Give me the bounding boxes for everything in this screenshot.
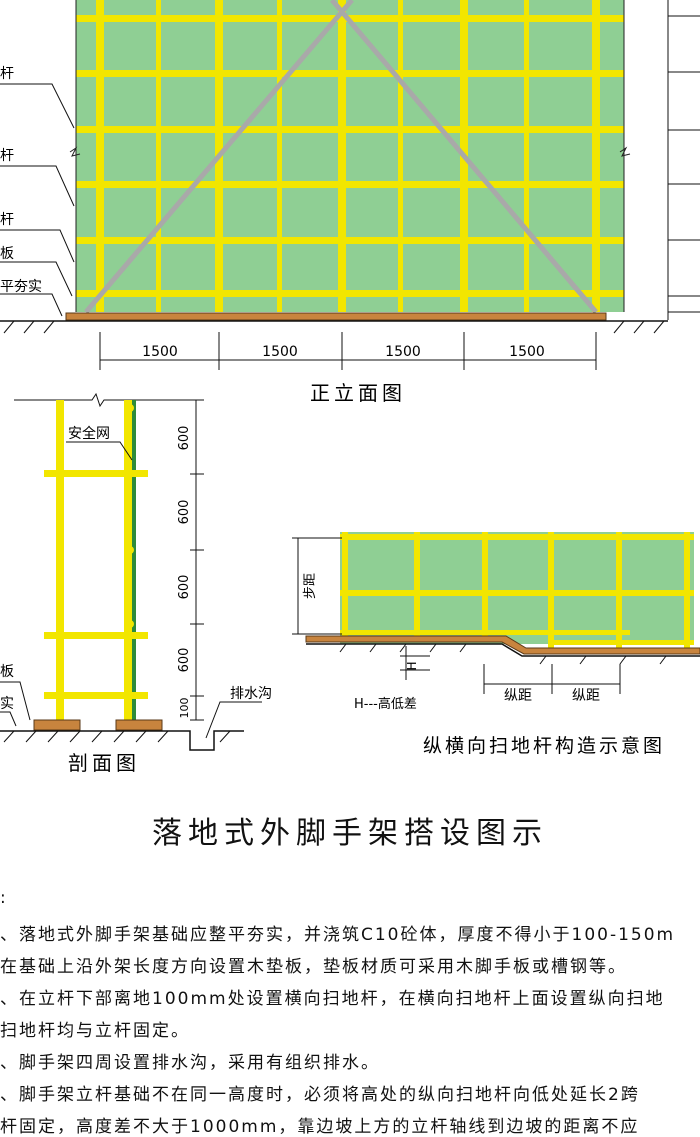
left-label-3: 杆 xyxy=(0,212,14,228)
section-dim-line xyxy=(190,399,204,721)
section-ground-with-drain xyxy=(0,730,244,751)
sweep-view-caption: 纵横向扫地杆构造示意图 xyxy=(423,735,665,757)
section-transoms xyxy=(44,470,148,699)
span-label-1: 纵距 xyxy=(504,688,532,704)
section-dim-5: 100 xyxy=(178,698,191,719)
right-dimension-ticks xyxy=(667,0,700,320)
section-pad-left xyxy=(33,719,81,731)
section-view: 安全网 排水沟 板 实 600 600 600 600 100 剖面图 xyxy=(0,392,272,775)
sweep-standards xyxy=(342,532,690,650)
sweep-ledgers xyxy=(340,534,694,596)
note-line-1: 、落地式外脚手架基础应整平夯实，并浇筑C10砼体，厚度不得小于100-150m xyxy=(0,925,676,945)
net-leader xyxy=(66,441,133,461)
spacing-1500-d: 1500 xyxy=(509,344,545,360)
step-dim xyxy=(292,537,342,635)
section-ground-hatch xyxy=(3,730,231,743)
section-dim-2: 600 xyxy=(177,500,192,525)
notes-header: : xyxy=(0,888,8,908)
sweep-board xyxy=(305,635,700,655)
section-outer-standard xyxy=(124,400,132,720)
section-dim-4: 600 xyxy=(177,648,192,673)
h-note: H---高低差 xyxy=(354,696,417,712)
spacing-1500-a: 1500 xyxy=(142,344,178,360)
section-dim-3: 600 xyxy=(177,575,192,600)
sweep-rod-schematic: 步距 H H---高低差 纵距 纵距 纵横向扫地杆构造示意图 xyxy=(292,532,700,757)
leader-lines xyxy=(0,83,75,317)
safety-net-strip xyxy=(132,400,136,720)
fill-leader xyxy=(0,711,17,727)
base-board xyxy=(65,312,607,321)
section-coupler-dots xyxy=(126,404,134,628)
section-view-caption: 剖面图 xyxy=(68,751,140,775)
section-dim-1: 600 xyxy=(177,426,192,451)
section-break-line xyxy=(14,392,200,408)
sweep-ground-hatch xyxy=(339,643,667,665)
sweep-ground xyxy=(306,643,700,657)
section-inner-standard xyxy=(56,400,64,720)
safety-net-label: 安全网 xyxy=(68,425,110,442)
h-label: H xyxy=(405,661,419,670)
spacing-1500-b: 1500 xyxy=(262,344,298,360)
front-elevation-view: 杆 杆 杆 板 平夯实 1500 1500 1500 1500 正立面图 xyxy=(0,0,700,405)
span-label-2: 纵距 xyxy=(572,688,600,704)
spacing-dimension-line xyxy=(99,332,597,370)
note-line-2: 在基础上沿外架长度方向设置木垫板，垫板材质可采用木脚手板或槽钢等。 xyxy=(0,957,627,977)
drain-label: 排水沟 xyxy=(230,686,272,702)
main-title: 落地式外脚手架搭设图示 xyxy=(152,816,548,851)
break-mark-right xyxy=(619,146,631,157)
break-mark-left xyxy=(69,146,81,157)
step-distance-label: 步距 xyxy=(303,573,318,599)
ground-hatch xyxy=(3,320,665,334)
h-dim xyxy=(400,646,430,680)
section-left-label-1: 板 xyxy=(0,664,14,680)
span-dim xyxy=(483,664,621,694)
cross-braces xyxy=(84,0,598,314)
note-line-5: 、脚手架四周设置排水沟，采用有组织排水。 xyxy=(0,1053,380,1073)
front-short-posts xyxy=(156,0,529,312)
left-label-4: 板 xyxy=(0,246,14,262)
section-left-label-2: 实 xyxy=(0,696,14,712)
front-net-panel xyxy=(76,0,624,312)
sweep-net-panel xyxy=(340,532,694,644)
note-line-4: 扫地杆均与立杆固定。 xyxy=(0,1021,190,1041)
construction-notes: : 、落地式外脚手架基础应整平夯实，并浇筑C10砼体，厚度不得小于100-150… xyxy=(0,888,700,1137)
note-line-7: 杆固定，高度差不大于1000mm，靠边坡上方的立杆轴线到边坡的距离不应 xyxy=(0,1117,640,1137)
drain-leader xyxy=(205,701,262,739)
section-pad-right xyxy=(115,719,163,731)
spacing-1500-c: 1500 xyxy=(385,344,421,360)
left-label-2: 杆 xyxy=(0,148,14,164)
left-label-1: 杆 xyxy=(0,66,14,82)
left-label-5: 平夯实 xyxy=(0,279,42,295)
note-line-6: 、脚手架立杆基础不在同一高度时，必须将高处的纵向扫地杆向低处延长2跨 xyxy=(0,1085,640,1105)
note-line-3: 、在立杆下部离地100mm处设置横向扫地杆，在横向扫地杆上面设置纵向扫地 xyxy=(0,989,665,1009)
board-leader xyxy=(0,681,31,721)
front-view-caption: 正立面图 xyxy=(310,381,406,405)
